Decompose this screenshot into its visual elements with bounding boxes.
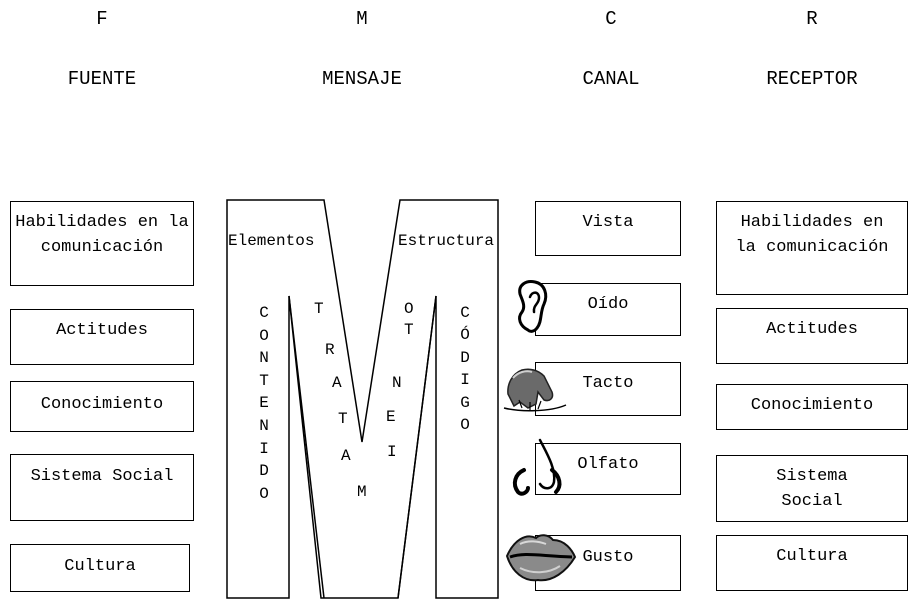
canal-box-olfato: Olfato xyxy=(535,443,681,495)
header-letter-r: R xyxy=(806,8,818,30)
codigo-vertical: C Ó D I G O xyxy=(455,302,475,436)
receptor-label-habilidades: Habilidades en la comunicación xyxy=(735,213,889,257)
canal-box-tacto: Tacto xyxy=(535,362,681,416)
fuente-label-conocimiento: Conocimiento xyxy=(40,395,164,414)
fuente-label-actitudes: Actitudes xyxy=(56,321,148,340)
fuente-label-cultura: Cultura xyxy=(64,557,136,576)
tratamiento-letter: T xyxy=(404,321,414,339)
tratamiento-letter: R xyxy=(325,341,335,359)
codigo-letter: I xyxy=(460,371,470,390)
fuente-box-actitudes: Actitudes xyxy=(10,309,194,365)
codigo-letter: C xyxy=(460,304,470,322)
contenido-letter: T xyxy=(259,371,269,390)
canal-label-tacto: Tacto xyxy=(582,374,634,393)
canal-box-vista: Vista xyxy=(535,201,681,256)
canal-label-oido: Oído xyxy=(587,295,629,314)
tratamiento-letter: I xyxy=(387,443,397,461)
contenido-letter: N xyxy=(259,349,269,368)
tratamiento-letter: A xyxy=(332,374,342,392)
contenido-letter: N xyxy=(259,416,269,435)
contenido-letter: O xyxy=(259,484,269,503)
canal-label-gusto: Gusto xyxy=(582,548,634,567)
fuente-label-habilidades: Habilidades en la comunicación xyxy=(15,213,189,257)
tratamiento-letter: T xyxy=(314,300,324,318)
tratamiento-letter: O xyxy=(404,300,414,318)
contenido-letter: C xyxy=(259,304,269,322)
header-letter-c: C xyxy=(605,8,617,30)
tratamiento-letter: M xyxy=(357,483,367,501)
mensaje-elementos: Elementos xyxy=(228,232,315,250)
receptor-label-sistema-social: Sistema Social xyxy=(776,467,848,511)
contenido-letter: E xyxy=(259,394,269,413)
receptor-box-actitudes: Actitudes xyxy=(716,308,908,364)
header-word-mensaje: MENSAJE xyxy=(322,68,402,90)
contenido-letter: O xyxy=(259,326,269,345)
receptor-label-actitudes: Actitudes xyxy=(766,320,858,339)
contenido-vertical: C O N T E N I D O xyxy=(254,302,274,505)
contenido-letter: D xyxy=(259,462,269,481)
header-word-fuente: FUENTE xyxy=(67,68,137,90)
canal-box-oido: Oído xyxy=(535,283,681,336)
m-inner-left-line xyxy=(288,295,325,599)
codigo-letter: Ó xyxy=(460,326,470,345)
header-letter-m: M xyxy=(356,8,368,30)
fuente-box-habilidades: Habilidades en la comunicación xyxy=(10,201,194,286)
tratamiento-letter: T xyxy=(338,410,348,428)
receptor-box-conocimiento: Conocimiento xyxy=(716,384,908,430)
mensaje-estructura: Estructura xyxy=(398,232,495,250)
fuente-box-cultura: Cultura xyxy=(10,544,190,592)
m-inner-right-line xyxy=(397,295,437,599)
tratamiento-letter: A xyxy=(341,447,351,465)
codigo-letter: D xyxy=(460,348,470,367)
receptor-label-conocimiento: Conocimiento xyxy=(750,396,874,415)
fuente-box-conocimiento: Conocimiento xyxy=(10,381,194,432)
receptor-box-habilidades: Habilidades en la comunicación xyxy=(716,201,908,295)
contenido-letter: I xyxy=(259,439,269,458)
fuente-box-sistema-social: Sistema Social xyxy=(10,454,194,521)
receptor-label-cultura: Cultura xyxy=(776,547,848,566)
tratamiento-letter: N xyxy=(392,374,402,392)
canal-label-olfato: Olfato xyxy=(577,455,639,474)
canal-box-gusto: Gusto xyxy=(535,535,681,591)
m-letter-outline xyxy=(226,199,499,599)
receptor-box-cultura: Cultura xyxy=(716,535,908,591)
canal-label-vista: Vista xyxy=(582,213,634,232)
receptor-box-sistema-social: Sistema Social xyxy=(716,455,908,522)
header-letter-f: F xyxy=(96,8,108,30)
tratamiento-letter: E xyxy=(386,408,396,426)
codigo-letter: O xyxy=(460,416,470,435)
fuente-label-sistema-social: Sistema Social xyxy=(30,467,174,486)
header-word-receptor: RECEPTOR xyxy=(766,68,858,90)
header-word-canal: CANAL xyxy=(582,68,640,90)
codigo-letter: G xyxy=(460,393,470,412)
